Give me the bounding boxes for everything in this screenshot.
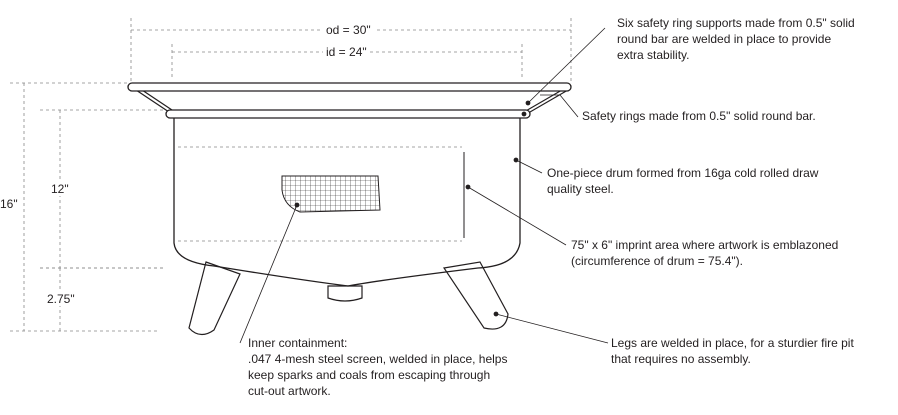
callout-line: Safety rings made from 0.5" solid round … (582, 109, 816, 123)
drum-body (173, 112, 521, 287)
callout-line: keep sparks and coals from escaping thro… (248, 368, 491, 382)
inner-diameter-label: id = 24" (323, 45, 370, 59)
callout-line: Inner containment: (248, 336, 348, 350)
callout-line: quality steel. (547, 182, 614, 196)
legs (188, 261, 509, 336)
safety-ring-lower (165, 109, 531, 119)
callout-line: 75" x 6" imprint area where artwork is e… (571, 238, 839, 252)
callout-imprint-area: 75" x 6" imprint area where artwork is e… (571, 237, 838, 269)
callout-line: Six safety ring supports made from 0.5" … (617, 16, 855, 30)
callout-inner-containment: Inner containment: .047 4-mesh steel scr… (248, 335, 507, 399)
drum-height-label: 12" (48, 182, 72, 196)
bottom-foot (327, 285, 363, 302)
leg-left (188, 261, 241, 336)
callout-line: Legs are welded in place, for a sturdier… (611, 336, 854, 350)
callout-line: round bar are welded in place to provide (617, 32, 832, 46)
outer-diameter-label: od = 30" (323, 23, 374, 37)
leader-lines (239, 27, 609, 344)
leg-height-label: 2.75" (44, 292, 78, 306)
total-height-label: 16" (0, 197, 18, 211)
callout-safety-rings: Safety rings made from 0.5" solid round … (582, 108, 816, 124)
callout-line: extra stability. (617, 48, 690, 62)
callout-line: cut-out artwork. (248, 384, 331, 398)
callout-line: (circumference of drum = 75.4"). (571, 254, 743, 268)
mesh-screen (281, 175, 381, 213)
callout-line: that requires no assembly. (611, 352, 751, 366)
callout-line: One-piece drum formed from 16ga cold rol… (547, 166, 819, 180)
callout-legs: Legs are welded in place, for a sturdier… (611, 335, 854, 367)
callout-drum: One-piece drum formed from 16ga cold rol… (547, 165, 818, 197)
safety-ring-top (127, 82, 572, 92)
callout-ring-supports: Six safety ring supports made from 0.5" … (617, 15, 855, 63)
leg-right (442, 261, 509, 330)
callout-line: .047 4-mesh steel screen, welded in plac… (248, 352, 508, 366)
dimension-lines (10, 18, 572, 332)
